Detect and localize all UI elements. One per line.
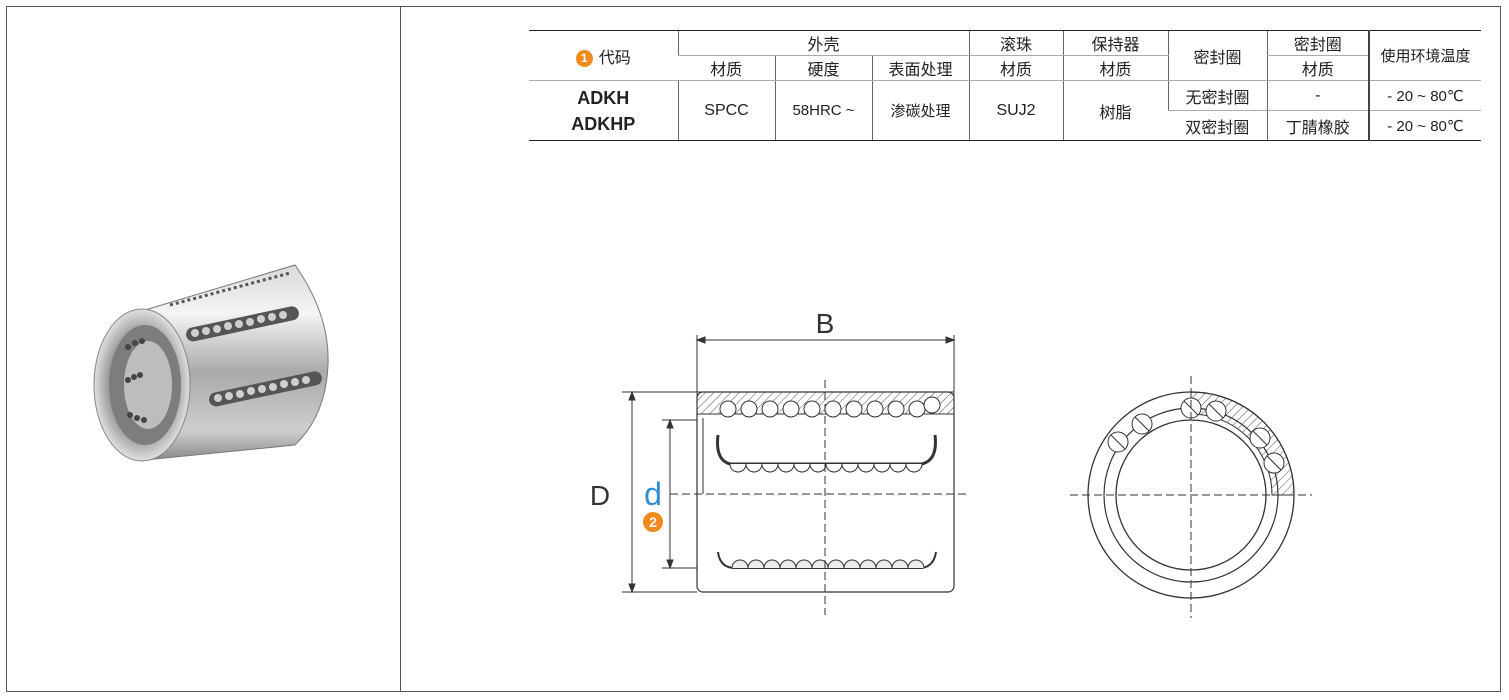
temp-header: 使用环境温度 (1368, 30, 1482, 81)
seal-material-header: 密封圈 (1266, 30, 1370, 56)
marker-2: 2 (643, 512, 663, 532)
ball-value: SUJ2 (968, 80, 1064, 141)
seal-type-double: 双密封圈 (1168, 110, 1268, 141)
surface-value: 渗碳处理 (871, 80, 970, 141)
page-frame (6, 6, 1501, 692)
surface-header: 表面处理 (871, 55, 970, 81)
shell-material-value: SPCC (677, 80, 775, 141)
code-adkh: ADKH (577, 87, 630, 108)
column-divider (400, 6, 401, 692)
end-view (1070, 376, 1312, 618)
dimension-b (695, 335, 956, 392)
seal-type-none: 无密封圈 (1167, 80, 1268, 111)
temp-none: - 20 ~ 80℃ (1368, 80, 1482, 111)
seal-sub-material-header: 材质 (1266, 55, 1370, 81)
shell-material-header: 材质 (678, 55, 775, 81)
retainer-header: 保持器 (1062, 30, 1169, 56)
linear-bushing-photo (93, 264, 329, 462)
side-view (670, 380, 970, 615)
code-adkhp: ADKHP (571, 113, 636, 134)
seal-material-none: - (1266, 80, 1370, 111)
shell-header: 外壳 (677, 30, 970, 56)
code-cell: ADKH ADKHP (529, 80, 678, 141)
seal-header: 密封圈 (1167, 30, 1268, 81)
seal-material-double: 丁腈橡胶 (1266, 110, 1370, 141)
code-header-cell: 1 代码 (529, 30, 678, 81)
marker-2-text: 2 (649, 514, 657, 530)
ball-material-header: 材质 (968, 55, 1064, 81)
marker-1: 1 (575, 49, 593, 67)
dimension-d-outer (622, 390, 697, 594)
label-b: B (816, 308, 835, 339)
hardness-value: 58HRC ~ (774, 80, 872, 141)
dimension-d-inner (662, 418, 697, 570)
technical-drawing: 2 B D d (590, 308, 1312, 618)
temp-double: - 20 ~ 80℃ (1368, 110, 1482, 141)
ball-header: 滚珠 (968, 30, 1064, 56)
retainer-material-header: 材质 (1062, 55, 1169, 81)
code-header: 代码 (598, 49, 631, 67)
label-outer-d: D (590, 480, 610, 511)
hardness-header: 硬度 (774, 55, 872, 81)
retainer-value: 树脂 (1062, 80, 1169, 141)
label-inner-d: d (644, 476, 662, 512)
